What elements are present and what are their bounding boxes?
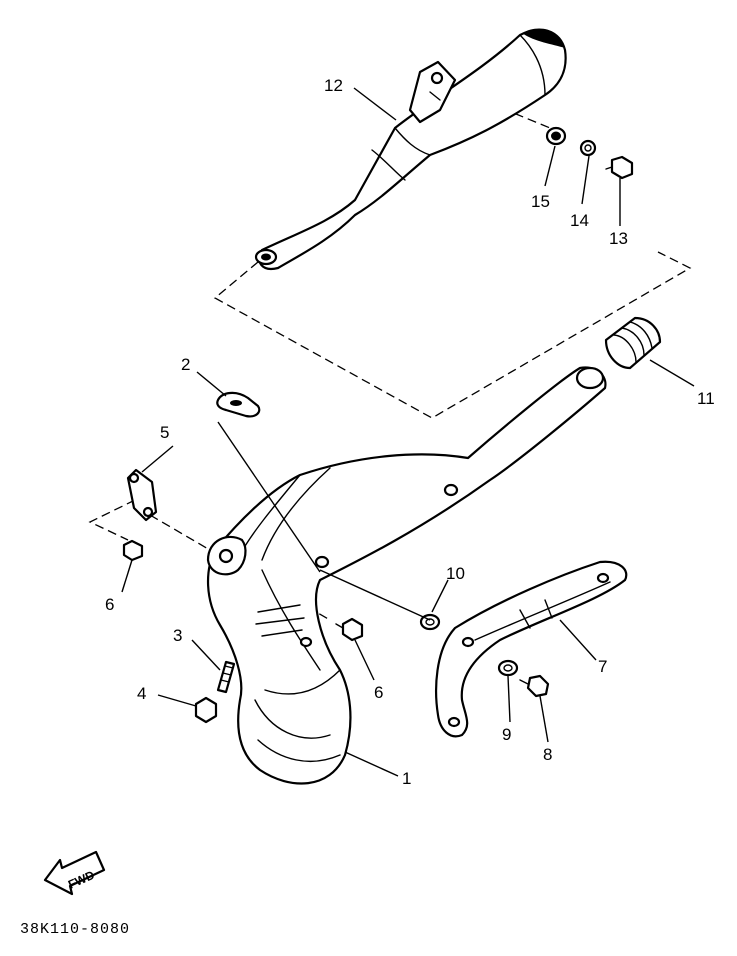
- callout-2: 2: [181, 355, 190, 374]
- callout-3: 3: [173, 626, 182, 645]
- figure-code: 38K110-8080: [20, 921, 130, 938]
- joint-11: [604, 316, 662, 370]
- callout-10: 10: [446, 564, 465, 583]
- callout-9: 9: [502, 725, 511, 744]
- callout-11: 11: [697, 389, 715, 408]
- grommet-15: [545, 126, 567, 146]
- callout-4: 4: [137, 684, 146, 703]
- washer-9: [497, 659, 519, 677]
- callout-6-right: 6: [374, 683, 383, 702]
- collar-14: [579, 139, 597, 157]
- callout-12: 12: [324, 76, 343, 95]
- bracket-5: [126, 468, 158, 522]
- fwd-arrow-icon: FWD: [43, 850, 106, 896]
- callout-1: 1: [402, 769, 411, 788]
- callouts: 1 2 3 4 5 6 6 7 8 9 10 11 12 13 14 15: [105, 76, 715, 788]
- bolt-6-left: [122, 539, 144, 562]
- callout-6-left: 6: [105, 595, 114, 614]
- exhaust-pipe-part: [206, 366, 607, 785]
- gasket-2: [216, 391, 261, 418]
- callout-5: 5: [160, 423, 169, 442]
- callout-15: 15: [531, 192, 550, 211]
- bolt-13: [605, 155, 634, 180]
- bolt-6-right: [335, 617, 364, 642]
- protector-7: [435, 560, 628, 738]
- callout-8: 8: [543, 745, 552, 764]
- leader-lines: [121, 87, 695, 777]
- callout-14: 14: [570, 211, 589, 230]
- nut-4: [194, 696, 218, 724]
- callout-13: 13: [609, 229, 628, 248]
- bolt-8: [519, 674, 550, 698]
- silencer-part: [254, 28, 567, 270]
- stud-bolt-3: [216, 660, 236, 694]
- callout-7: 7: [598, 657, 607, 676]
